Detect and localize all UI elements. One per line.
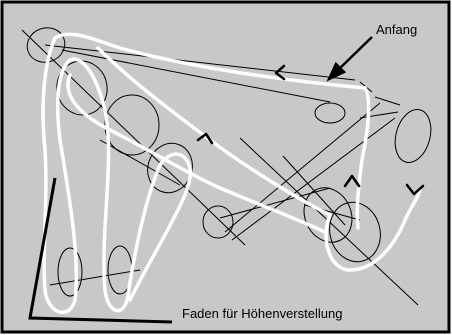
cross-line-1 [224,102,381,233]
arrow-left-center [196,132,214,145]
arrow-far-right [405,183,425,196]
right-small-roller [314,102,346,124]
arrow-right-lower [343,174,361,188]
start-pointer-head [326,61,347,82]
lower-right-roller-2 [329,201,381,263]
thread-inner-loop [66,73,327,234]
start-pointer [326,36,373,82]
far-right-roller [394,109,432,163]
top-left-roller [26,27,66,63]
start-pointer-line [337,36,373,71]
lower-left-roller [57,247,83,297]
right-bar-bottom [359,111,399,119]
thread-top-segment [53,32,367,90]
right-bar-top [374,96,401,106]
height-thread-bracket [28,177,173,324]
roller-3 [104,94,160,156]
top-long-line [44,44,356,81]
thread-right-descent [355,86,371,230]
thread-bottom-loop [324,188,422,272]
arrow-top [274,64,286,81]
center-rod [99,139,181,186]
thread-left-loop [41,36,193,315]
cross-line-2 [231,117,396,241]
center-roller [202,205,234,239]
direction-arrows [196,64,425,196]
start-label: Anfang [376,22,417,37]
lower-left-axis [49,269,141,286]
height-thread-label: Faden für Höhenverstellung [182,306,342,321]
upper-diagonal-axis [21,29,246,246]
